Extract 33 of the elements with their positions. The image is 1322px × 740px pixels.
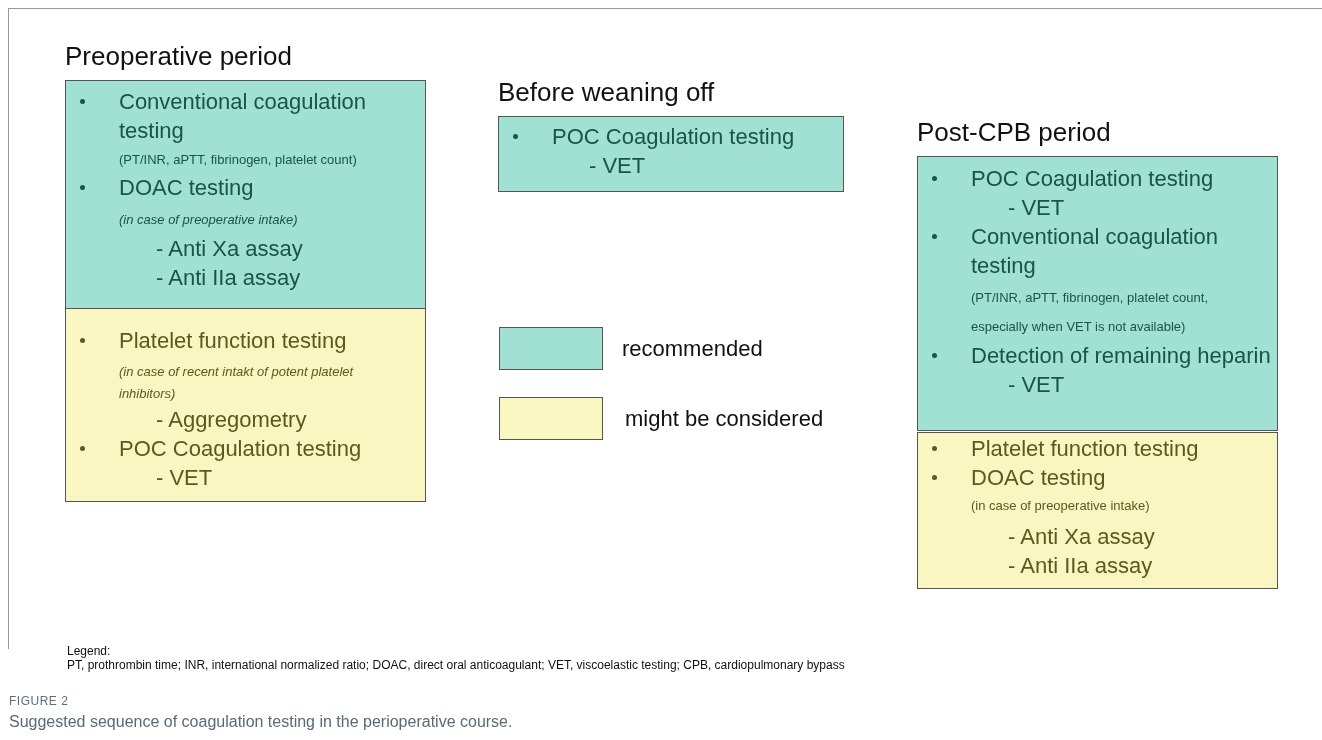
note-text: (PT/INR, aPTT, fibrinogen, platelet count, especially when VET is not available) xyxy=(970,289,1209,336)
sub-item: - Anti IIa assay xyxy=(155,264,302,292)
sub-item: - Anti IIa assay xyxy=(1007,552,1154,580)
list-item: Conventional coagulation testing xyxy=(918,222,1277,280)
list-item: DOAC testing xyxy=(918,463,1277,492)
list-item: Detection of remaining heparin xyxy=(918,341,1277,370)
list-item: POC Coagulation testing xyxy=(918,164,1277,193)
note-text: (in case of preoperative intake) xyxy=(118,211,299,229)
list-item: Conventional coagulation testing xyxy=(66,87,425,145)
legend-heading: Legend: xyxy=(67,644,111,658)
abbreviations-note: PT, prothrombin time; INR, international normalized ratio; DOAC, direct oral anticoagulant; VET, viscoelastic testing; CPB, cardiopulmonary bypass xyxy=(67,658,845,672)
sub-item: - VET xyxy=(1007,371,1066,399)
legend-text: recommended xyxy=(622,336,763,362)
list-item: POC Coagulation testing xyxy=(499,122,843,151)
period-heading: Post-CPB period xyxy=(917,116,1112,149)
sub-item: - VET xyxy=(1007,194,1066,222)
note-text: (in case of recent intakt of potent platelet inhibitors) xyxy=(118,363,355,403)
note-text: (PT/INR, aPTT, fibrinogen, platelet count) xyxy=(118,151,358,169)
figure-label: FIGURE 2 xyxy=(9,694,69,708)
sub-item: - Anti Xa assay xyxy=(1007,523,1156,551)
list-item: Platelet function testing xyxy=(918,434,1277,463)
note-text: (in case of preoperative intake) xyxy=(970,497,1151,515)
list-item: DOAC testing xyxy=(66,173,425,202)
period-heading: Preoperative period xyxy=(65,40,293,73)
sub-item: - VET xyxy=(155,464,214,492)
legend-text: might be considered xyxy=(625,406,824,432)
list-item: Platelet function testing xyxy=(66,326,425,355)
sub-item: - Aggregometry xyxy=(155,406,308,434)
period-heading: Before weaning off xyxy=(498,76,716,109)
figure-caption: Suggested sequence of coagulation testing in the perioperative course. xyxy=(9,713,513,731)
sub-item: - VET xyxy=(588,152,647,180)
sub-item: - Anti Xa assay xyxy=(155,235,304,263)
list-item: POC Coagulation testing xyxy=(66,434,425,463)
